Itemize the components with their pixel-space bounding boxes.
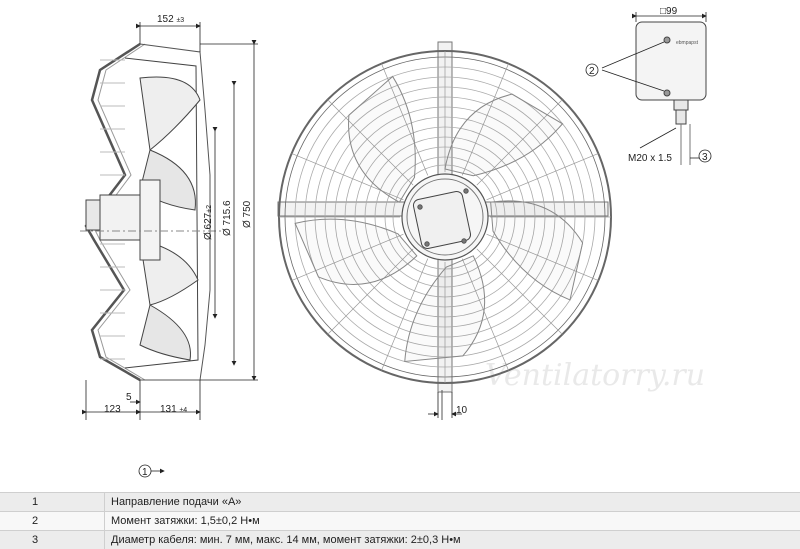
bracket-dimension (428, 392, 462, 418)
dim-131: 131 ±4 (160, 404, 187, 415)
box-logo: ebmpapst (676, 40, 699, 46)
side-dimensions (82, 22, 258, 420)
svg-text:3: 3 (702, 152, 708, 163)
note-text: Диаметр кабеля: мин. 7 мм, макс. 14 мм, … (104, 530, 800, 549)
callout-1: 1 (138, 464, 165, 478)
dim-123: 123 (104, 404, 121, 415)
svg-text:1: 1 (142, 467, 148, 478)
cable-gland-label: M20 x 1.5 (628, 153, 672, 164)
terminal-box (635, 21, 707, 165)
note-number: 2 (0, 511, 105, 531)
dim-d750: Ø 750 (242, 200, 253, 228)
note-text: Направление подачи «А» (104, 492, 800, 512)
svg-text:2: 2 (589, 66, 595, 77)
dim-10: 10 (456, 405, 468, 416)
note-number: 3 (0, 530, 105, 549)
note-text: Момент затяжки: 1,5±0,2 Н•м (104, 511, 800, 531)
dim-box-99: □99 (660, 6, 678, 17)
watermark: Ventilatorry.ru (485, 358, 705, 393)
note-number: 1 (0, 492, 105, 512)
dim-152: 152 ±3 (157, 14, 184, 25)
dim-5: 5 (126, 392, 132, 403)
front-view (277, 41, 612, 420)
box-dimensions (601, 12, 707, 159)
callout-3: 3 (698, 149, 712, 163)
side-view (80, 42, 222, 382)
dim-d715: Ø 715.6 (222, 200, 233, 236)
technical-drawing: Ventilatorry.ru 1 5 (80, 6, 712, 478)
callout-2: 2 (585, 63, 599, 77)
dim-d627: Ø 627±2 (203, 205, 214, 240)
